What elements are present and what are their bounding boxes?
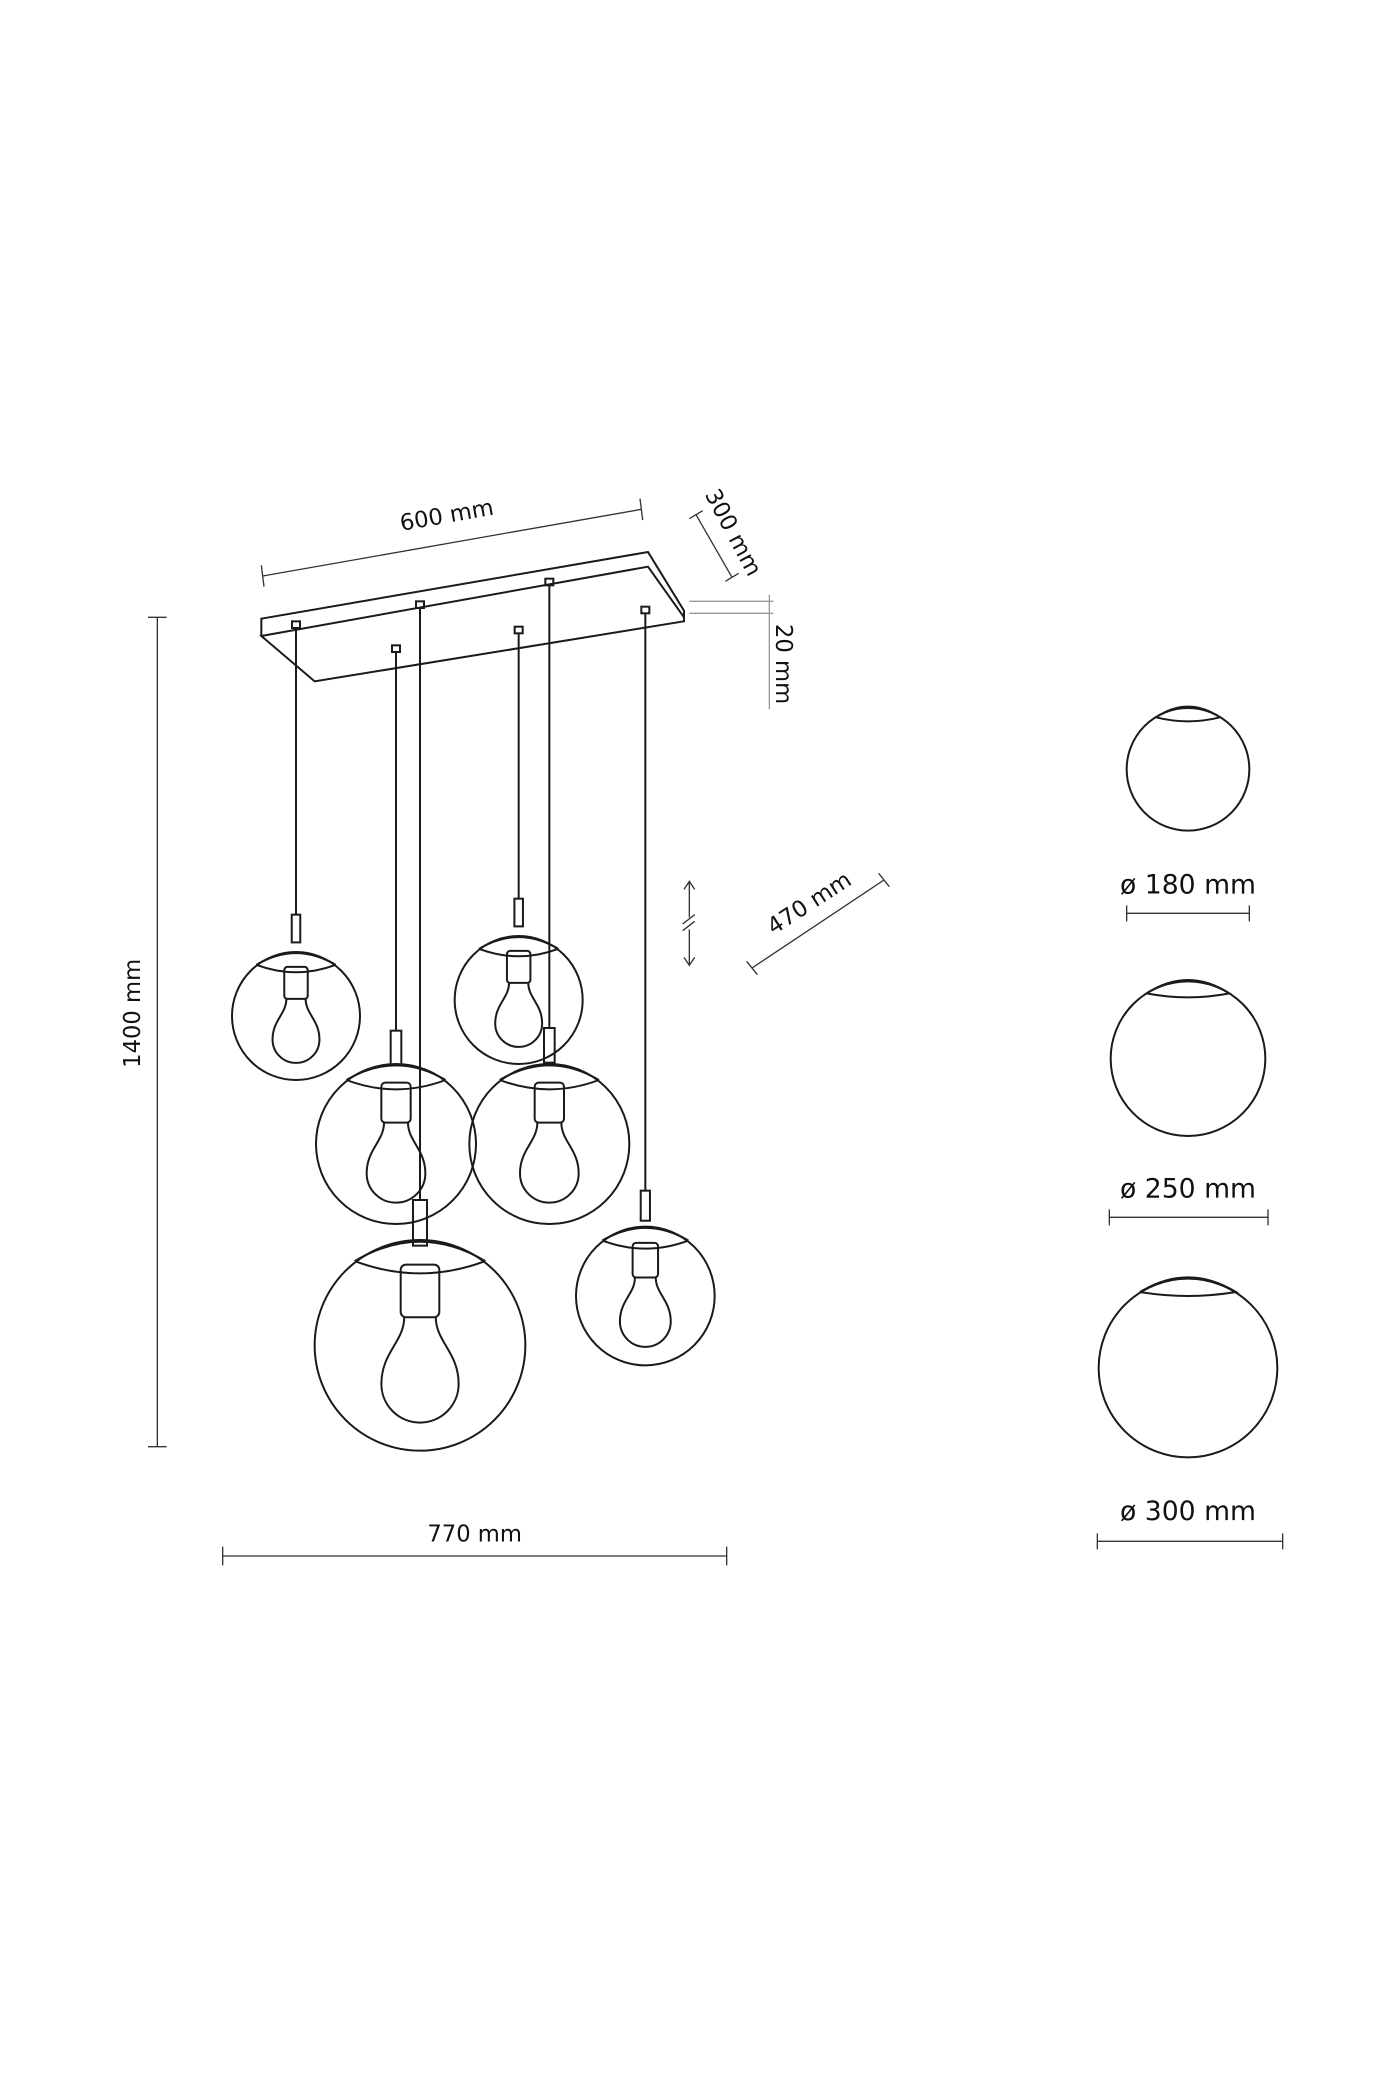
shade-180: ø 180 mm [1120, 705, 1256, 922]
cable-anchor [544, 577, 555, 587]
neck [513, 897, 524, 928]
pendant-4 [468, 577, 631, 1225]
canopy-height-label: 20 mm [770, 624, 796, 704]
pendant-1 [231, 620, 361, 1081]
bulb-icon [271, 998, 321, 1064]
total-height-label: 1400 mm [120, 959, 146, 1068]
glass-globe [468, 1063, 631, 1225]
socket [283, 965, 309, 1000]
canopy-depth-label: 300 mm [699, 485, 766, 581]
pendants [231, 577, 716, 1452]
shade-cap [478, 936, 559, 958]
bulb-icon [518, 1122, 580, 1204]
pendant-3 [315, 644, 477, 1225]
socket [380, 1081, 412, 1124]
shade-300: ø 300 mm [1096, 1276, 1284, 1550]
glass-globe [313, 1239, 527, 1452]
neck [542, 1027, 556, 1064]
shade-250-label: ø 250 mm [1120, 1173, 1256, 1204]
cable-anchor [415, 600, 425, 609]
bulb-icon [618, 1277, 672, 1348]
bulb-icon [494, 982, 544, 1048]
shade-cap [601, 1226, 689, 1250]
neck [290, 913, 302, 944]
cable-anchor [513, 625, 524, 635]
dimension-canopy-height: 20 mm [689, 594, 796, 710]
pendant-6 [313, 600, 527, 1452]
canopy-length-label: 600 mm [398, 495, 496, 537]
shade-250: ø 250 mm [1108, 979, 1269, 1226]
glass-globe [453, 935, 584, 1065]
canopy [259, 550, 685, 683]
cable-anchor [640, 605, 651, 615]
socket [533, 1081, 565, 1124]
glass-globe [231, 951, 361, 1081]
neck [639, 1189, 651, 1222]
dimension-total-width: 770 mm [222, 1521, 728, 1566]
shade-cap [255, 952, 337, 974]
bulb-icon [365, 1122, 427, 1204]
shade-180-label: ø 180 mm [1120, 869, 1256, 900]
total-width-label: 770 mm [427, 1521, 522, 1547]
neck [411, 1198, 429, 1247]
glass-globe [315, 1063, 477, 1225]
neck [389, 1029, 403, 1067]
dimension-total-height: 1400 mm [120, 616, 167, 1448]
dimension-adjustable-cable: 470 mm [682, 867, 890, 976]
shade-300-label: ø 300 mm [1120, 1496, 1256, 1527]
socket [505, 949, 532, 984]
pendant-2 [453, 625, 584, 1065]
pendant-5 [574, 605, 716, 1367]
shade-cap [345, 1064, 447, 1091]
bulb-icon [380, 1317, 460, 1424]
glass-globe [574, 1225, 716, 1367]
dimension-canopy-length: 600 mm [260, 495, 644, 587]
cable-anchor [391, 644, 401, 653]
socket [399, 1263, 441, 1319]
shade-cap [499, 1064, 600, 1091]
dimension-canopy-depth: 300 mm [688, 485, 767, 582]
cable-anchor [291, 620, 301, 629]
socket [631, 1241, 660, 1279]
